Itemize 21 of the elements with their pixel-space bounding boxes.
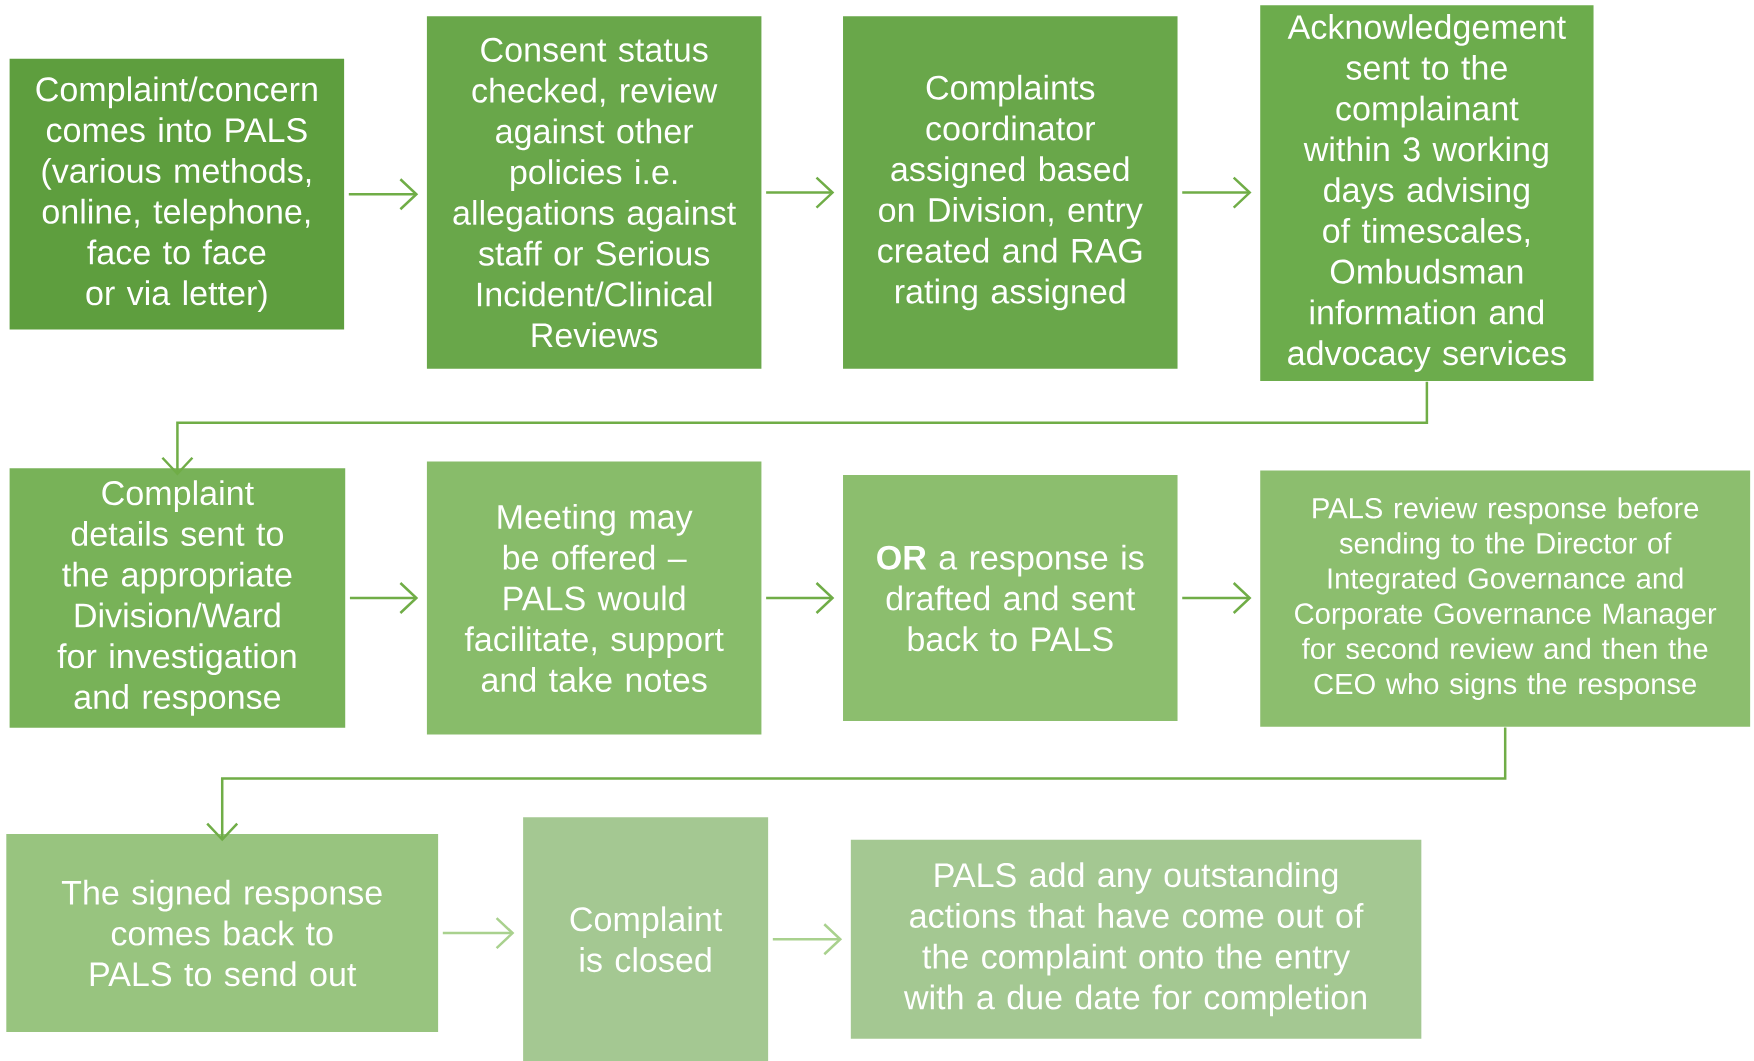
process-box: Consent status checked, review against other policies i.e. allegations against staff or Serious Incident/Clinical Reviews — [426, 16, 762, 369]
arrow — [349, 582, 419, 614]
process-box: OR a response is drafted and sent back to PALS — [843, 474, 1178, 722]
process-box: Complaint/concern comes into PALS (various methods, online, telephone, face to face or via letter) — [9, 58, 345, 330]
process-box: Acknowledgement sent to the complainant within 3 working days advising of timescales, Ombudsman information and advocacy services — [1260, 5, 1594, 381]
arrow — [1182, 582, 1252, 614]
arrow — [772, 923, 843, 956]
arrow — [766, 582, 835, 614]
process-box: Complaint is closed — [523, 817, 769, 1061]
process-box: The signed response comes back to PALS to send out — [6, 834, 439, 1033]
arrow — [206, 727, 1507, 842]
arrow — [161, 381, 1429, 476]
process-box: Meeting may be offered – PALS would facilitate, support and take notes — [426, 461, 762, 735]
process-box: PALS review response before sending to the Director of Integrated Governance and Corporate Governance Manager for second review and then the CEO who signs the response — [1260, 470, 1751, 727]
process-box: PALS add any outstanding actions that have come out of the complaint onto the entry with a due date for completion — [850, 839, 1422, 1039]
arrow — [348, 178, 419, 211]
arrow — [1182, 176, 1252, 209]
arrow — [442, 917, 515, 949]
process-box: Complaint details sent to the appropriate Division/Ward for investigation and response — [9, 468, 346, 728]
process-box: Complaints coordinator assigned based on Division, entry created and RAG rating assigned — [843, 16, 1178, 369]
arrow — [766, 176, 835, 209]
